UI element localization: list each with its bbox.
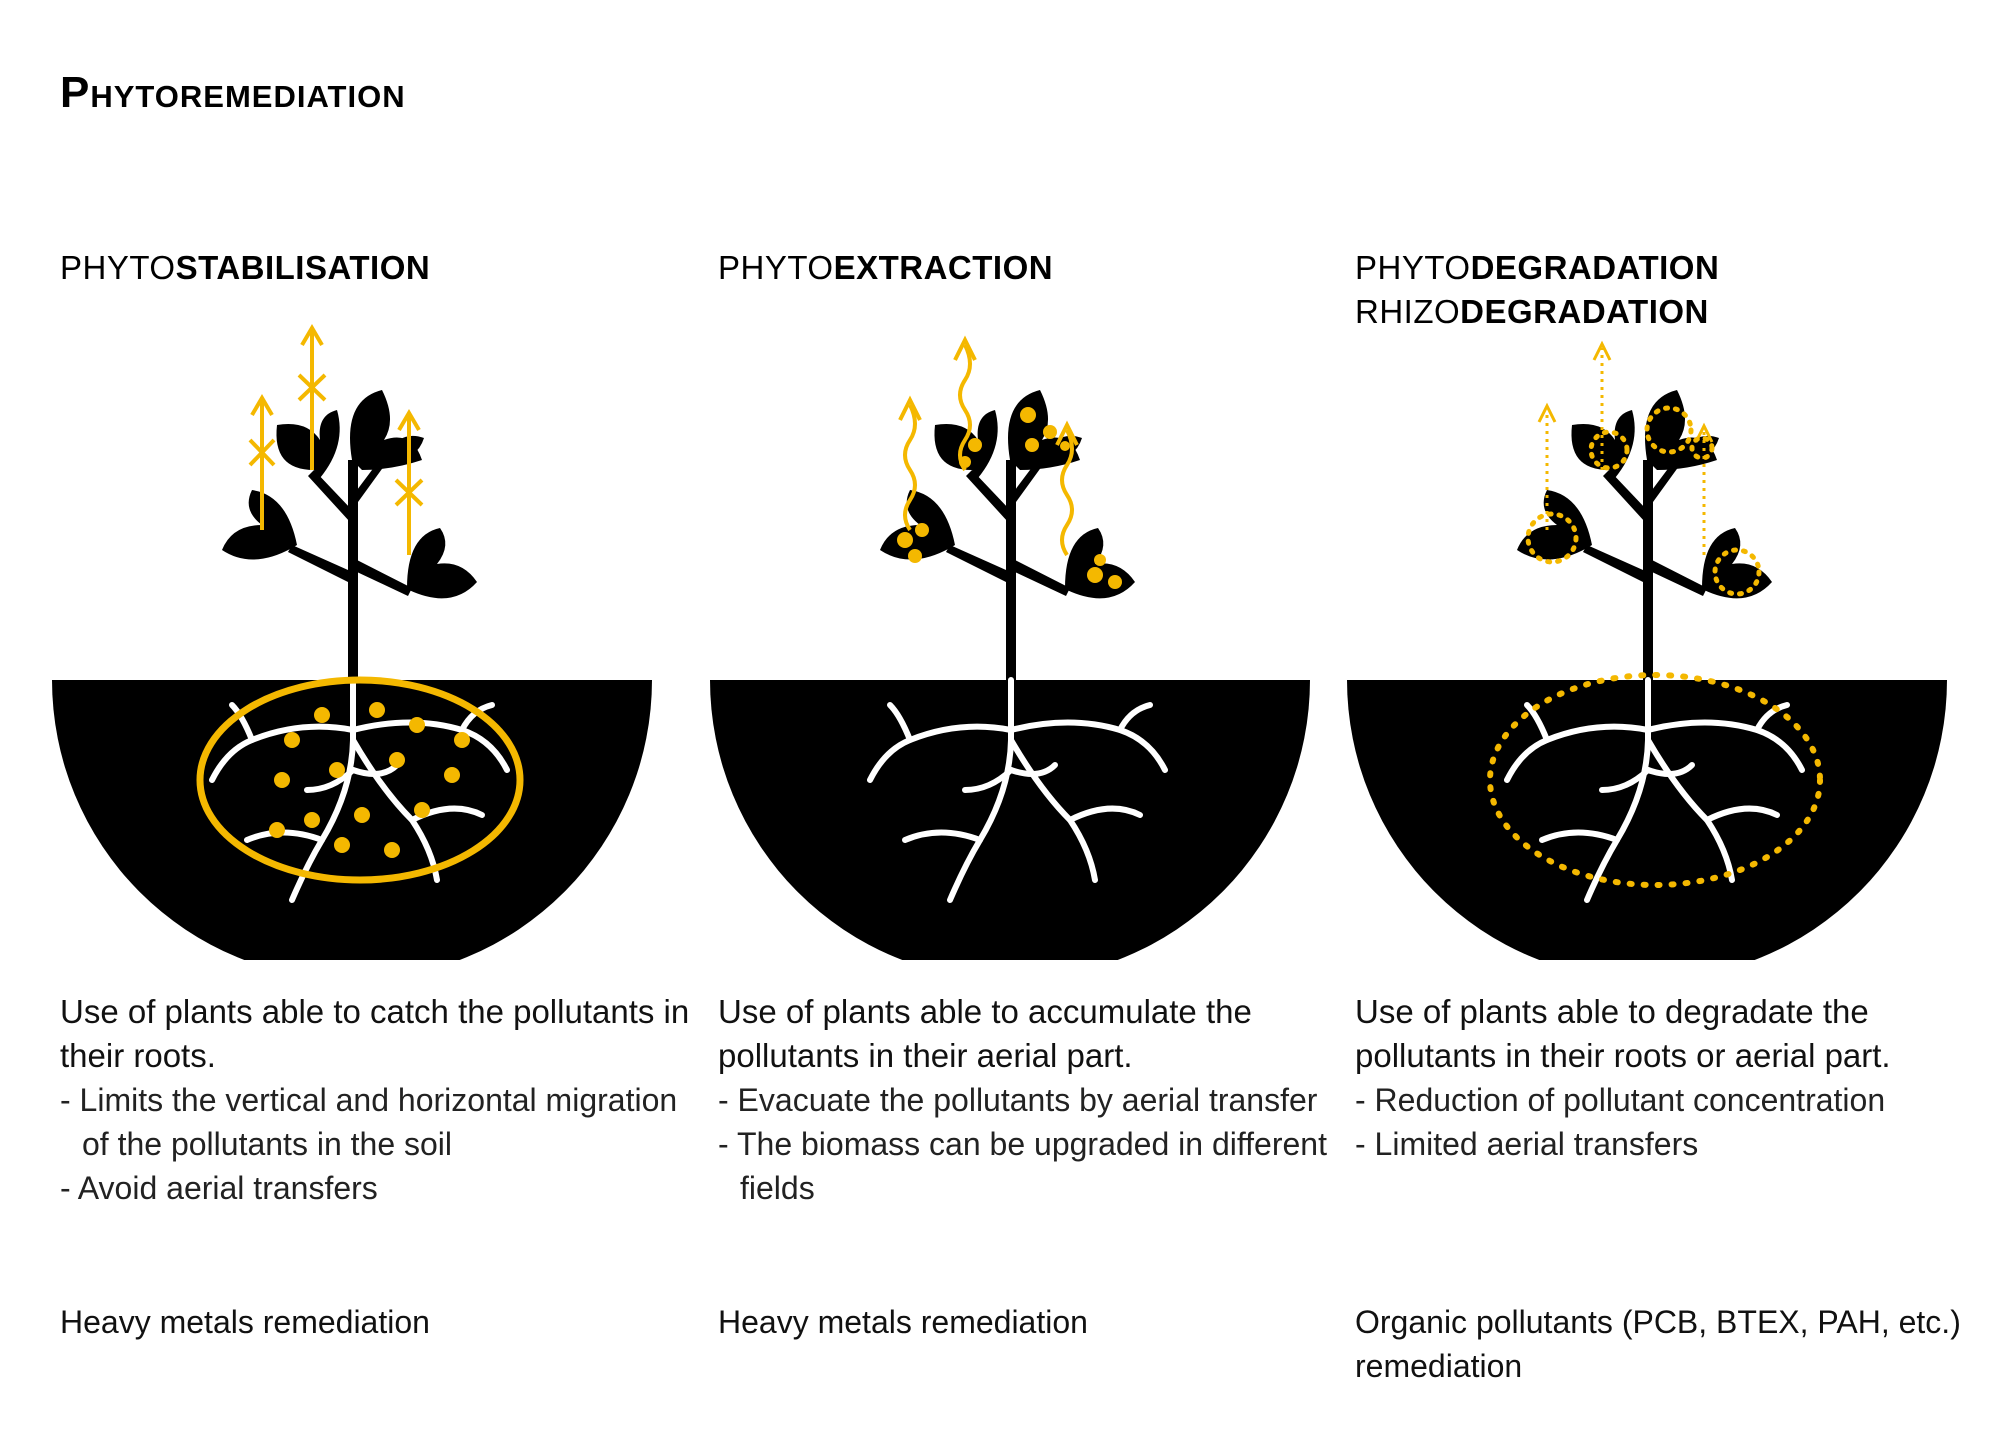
plant-icon [1517,390,1772,680]
bullet-item: - Reduction of pollutant concentration [1355,1082,1886,1118]
degradation-dotted-circles [1525,405,1762,597]
column-phytoextraction: PHYTOEXTRACTION [710,0,1358,1443]
column-footer: Heavy metals remediation [60,1304,430,1340]
phytoextraction-illustration [710,320,1330,960]
soil-half-disc [52,680,652,960]
description-lead: Use of plants able to degradate the poll… [1355,993,1891,1074]
pollutant-ring [196,676,524,884]
bullet-list: - Limits the vertical and horizontal mig… [60,1078,700,1210]
bullet-item: - Limits the vertical and horizontal mig… [60,1082,678,1162]
heading-line: PHYTODEGRADATION [1355,249,1720,286]
column-heading: PHYTODEGRADATION RHIZODEGRADATION [1355,246,1719,334]
bullet-item: - Evacuate the pollutants by aerial tran… [718,1082,1318,1118]
bullet-item: - Avoid aerial transfers [60,1170,378,1206]
roots-icon [1504,677,1805,903]
soil-half-disc [710,680,1310,960]
bullet-list: - Reduction of pollutant concentration -… [1355,1078,1995,1166]
accumulated-pollutant-dots [897,407,1122,589]
heading-line: PHYTOEXTRACTION [718,249,1054,286]
page-title: Phytoremediation [60,68,406,117]
heading-line: PHYTOSTABILISATION [60,249,431,286]
bullet-item: - The biomass can be upgraded in differe… [718,1126,1327,1206]
bullet-list: - Evacuate the pollutants by aerial tran… [718,1078,1358,1210]
description-lead: Use of plants able to catch the pollutan… [60,993,690,1074]
column-heading: PHYTOSTABILISATION [60,246,430,290]
limited-transfer-arrows [1545,348,1706,555]
description-lead: Use of plants able to accumulate the pol… [718,993,1252,1074]
pollutant-dots [269,702,470,858]
column-description: Use of plants able to catch the pollutan… [60,990,700,1210]
rhizosphere-dotted-ring [1487,672,1823,888]
roots-icon [867,677,1168,903]
column-footer: Heavy metals remediation [718,1304,1088,1340]
plant-icon [222,390,477,680]
column-phytostabilisation: PHYTOSTABILISATION [52,0,700,1443]
bullet-item: - Limited aerial transfers [1355,1126,1699,1162]
column-heading: PHYTOEXTRACTION [718,246,1053,290]
column-footer: Organic pollutants (PCB, BTEX, PAH, etc.… [1355,1304,1961,1384]
column-description: Use of plants able to accumulate the pol… [718,990,1358,1210]
limited-transfer-arrowheads [1537,340,1714,443]
phytodegradation-illustration [1347,320,1967,960]
heading-line: RHIZODEGRADATION [1355,293,1709,330]
phytostabilisation-illustration [52,320,672,960]
blocked-transfer-arrows [248,324,424,555]
column-phytodegradation: PHYTODEGRADATION RHIZODEGRADATION [1347,0,1995,1443]
aerial-transfer-arrows [898,335,1079,557]
column-description: Use of plants able to degradate the poll… [1355,990,1995,1166]
